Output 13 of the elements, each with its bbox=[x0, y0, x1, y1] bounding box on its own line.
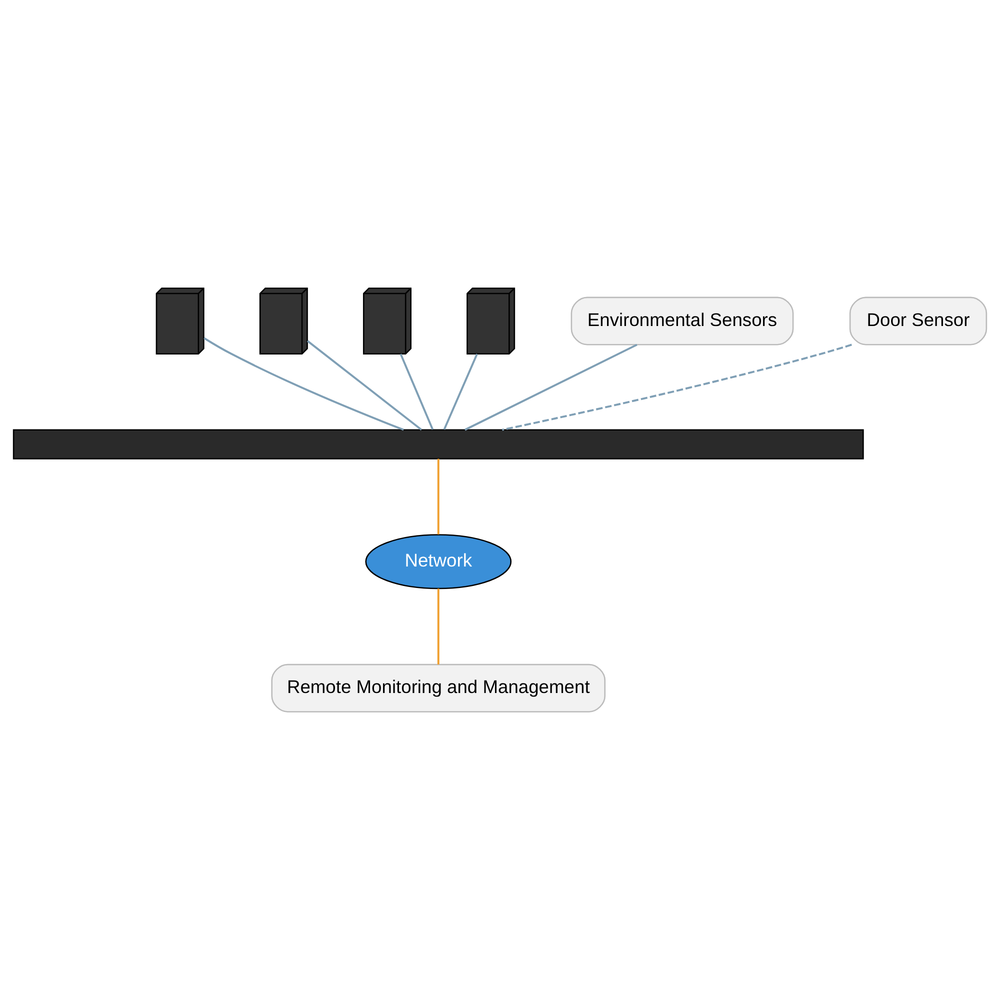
connector bbox=[437, 458, 440, 534]
node-box: Door Sensor bbox=[849, 296, 988, 346]
node-ellipse: Network bbox=[365, 534, 512, 590]
connector bbox=[502, 344, 852, 431]
node-box: Environmental Sensors bbox=[570, 296, 794, 346]
connector bbox=[437, 588, 440, 665]
connector bbox=[400, 354, 434, 430]
connector bbox=[306, 340, 422, 431]
node-bar bbox=[12, 429, 864, 460]
connector bbox=[443, 354, 478, 430]
connector bbox=[464, 344, 638, 431]
node-box: Remote Monitoring and Management bbox=[271, 664, 606, 712]
connector bbox=[204, 337, 404, 431]
